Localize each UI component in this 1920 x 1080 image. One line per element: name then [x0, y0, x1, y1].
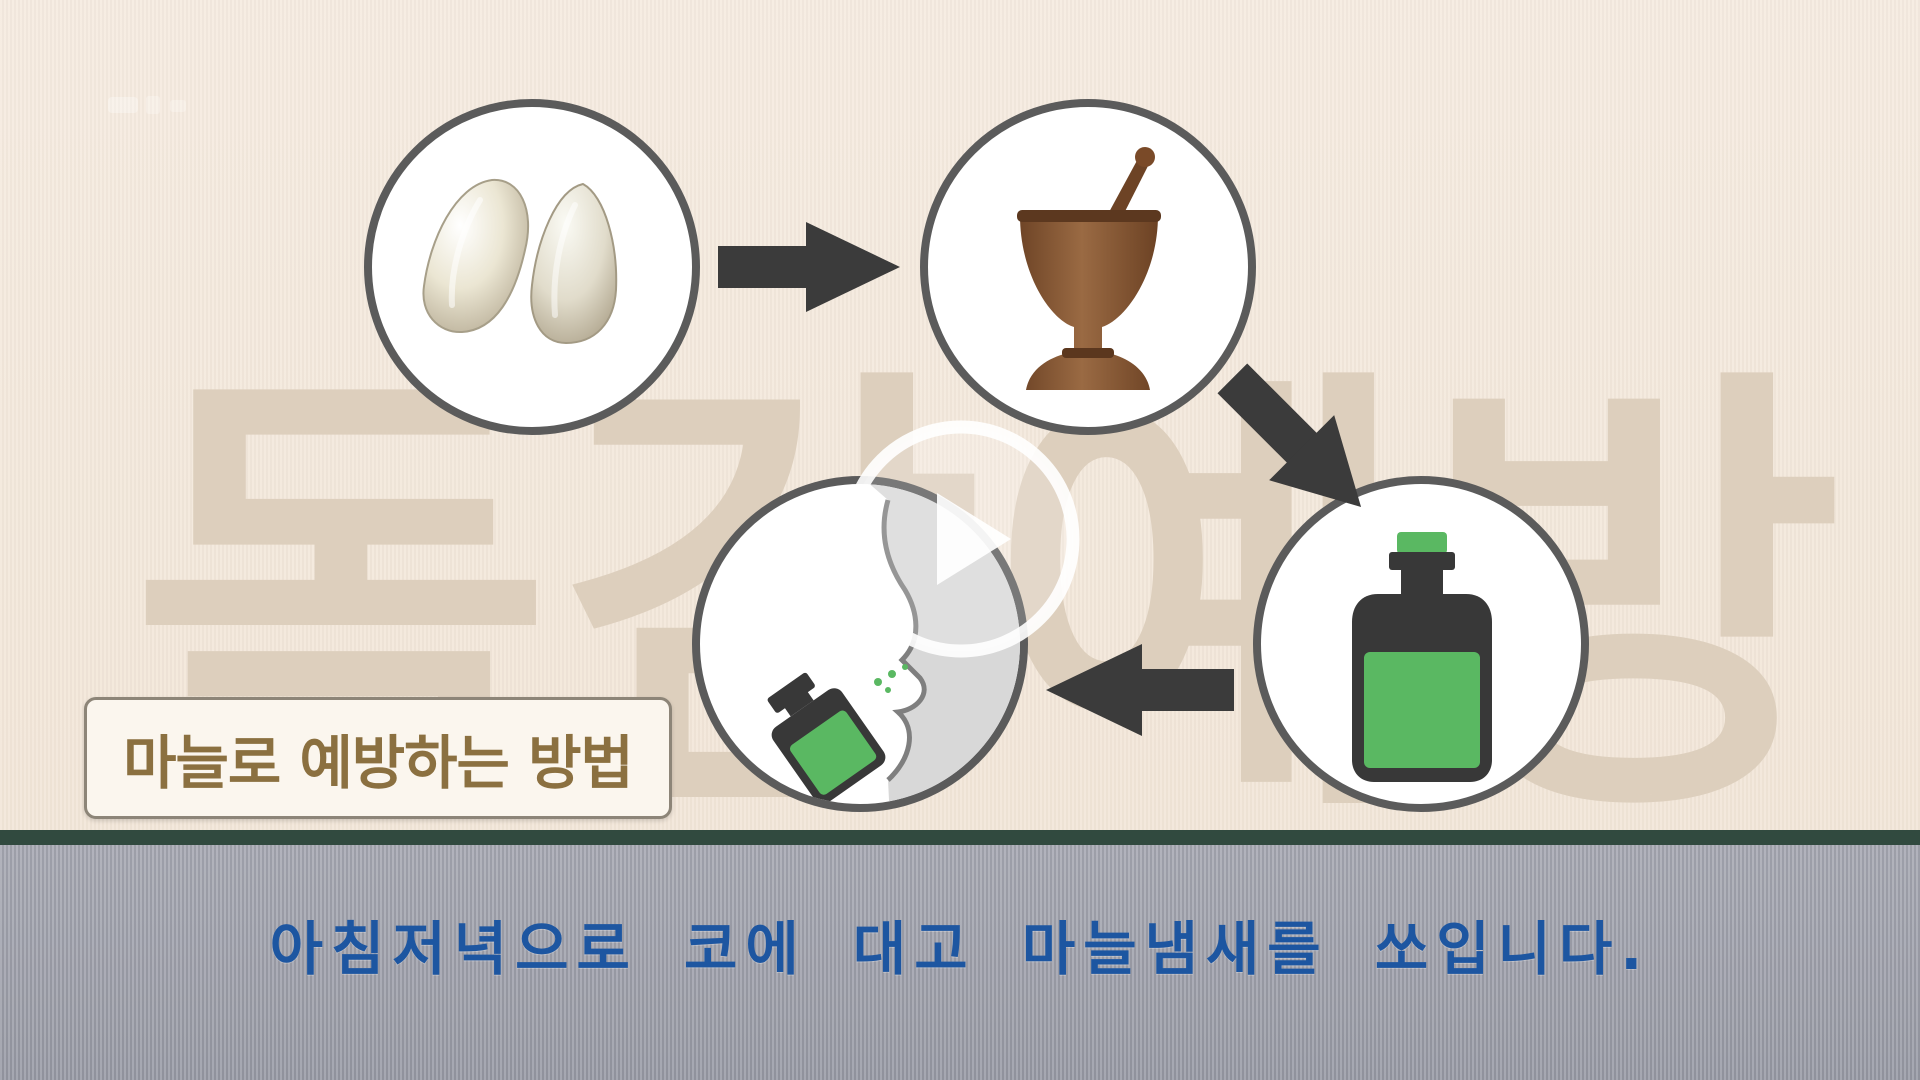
caption-divider	[0, 830, 1920, 845]
method-label-box: 마늘로 예방하는 방법	[84, 697, 672, 819]
small-bottle-icon	[767, 672, 886, 804]
diagonal-down-arrow-icon	[1217, 363, 1362, 508]
channel-watermark	[108, 96, 186, 114]
left-arrow-icon	[1046, 644, 1234, 736]
play-button[interactable]	[833, 411, 1089, 667]
step-mortar	[920, 99, 1256, 435]
vapor-dots-icon	[874, 664, 908, 693]
garlic-cloves-icon	[422, 178, 618, 345]
mortar-pestle-icon	[1017, 147, 1161, 390]
method-label: 마늘로 예방하는 방법	[123, 729, 634, 797]
subtitle-text: 아침저녁으로 코에 대고 마늘냄새를 쏘입니다.	[269, 914, 1651, 983]
right-arrow-icon	[718, 222, 900, 312]
play-icon	[842, 420, 1080, 658]
subtitle-band: 아침저녁으로 코에 대고 마늘냄새를 쏘입니다.	[0, 845, 1920, 1080]
step-bottle	[1253, 476, 1589, 812]
step-garlic	[364, 99, 700, 435]
green-bottle-icon	[1352, 532, 1492, 782]
garlic-method-diagram	[364, 99, 1589, 812]
